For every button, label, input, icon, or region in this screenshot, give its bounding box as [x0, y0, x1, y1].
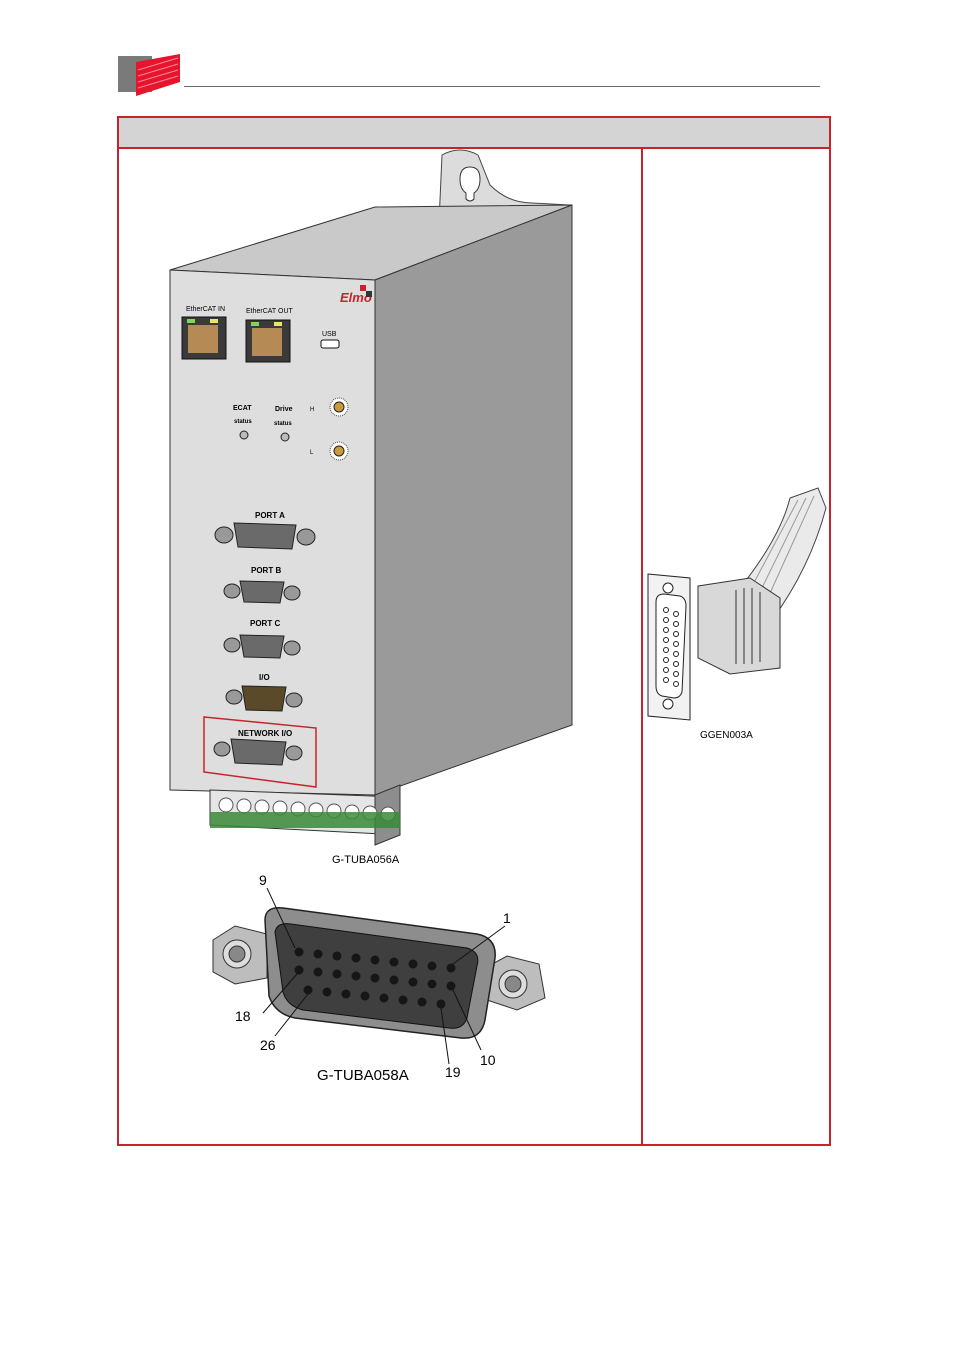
- pin-18-label: 18: [235, 1008, 251, 1024]
- elmo-logo: [118, 52, 180, 98]
- io-label: I/O: [259, 673, 270, 682]
- header-rule: [184, 86, 820, 87]
- ecat-status-label: status: [234, 419, 252, 425]
- port-c-label: PORT C: [250, 619, 280, 628]
- pin-26-label: 26: [260, 1037, 276, 1053]
- ethercat-in-label: EtherCAT IN: [186, 306, 225, 313]
- drive-illustration: Elmo EtherCAT IN EtherCAT OUT USB ECAT s…: [160, 145, 580, 875]
- drive-label: Drive: [275, 406, 293, 413]
- network-io-label: NETWORK I/O: [238, 729, 292, 738]
- pinout-figure-caption: G-TUBA058A: [317, 1067, 409, 1084]
- mating-figure-caption: GGEN003A: [700, 730, 753, 741]
- mating-connector-illustration: GGEN003A: [640, 478, 830, 743]
- ecat-label: ECAT: [233, 405, 252, 412]
- drive-status-label: status: [274, 421, 292, 427]
- port-a-label: PORT A: [255, 511, 285, 520]
- ethercat-out-label: EtherCAT OUT: [246, 308, 294, 315]
- pin-10-label: 10: [480, 1052, 496, 1068]
- switch-h-label: H: [310, 407, 314, 413]
- usb-label: USB: [322, 331, 337, 338]
- pin-19-label: 19: [445, 1064, 461, 1080]
- connector-pinout-illustration: 9 1 18 26 10 19 G-TUBA058A: [205, 868, 555, 1088]
- drive-figure-caption: G-TUBA056A: [332, 854, 400, 866]
- pin-1-label: 1: [503, 910, 511, 926]
- port-b-label: PORT B: [251, 566, 281, 575]
- pin-9-label: 9: [259, 872, 267, 888]
